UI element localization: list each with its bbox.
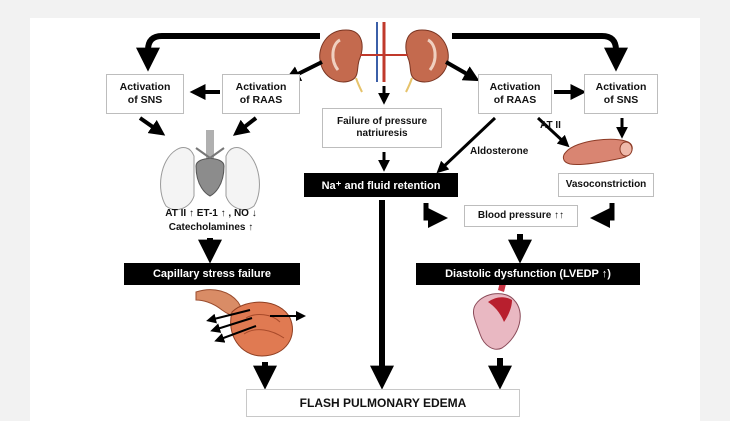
natriuresis-box: Failure of pressure natriuresis: [322, 108, 442, 148]
heart-gray-icon: [195, 158, 225, 197]
arrow-kidney-to-right-sns: [452, 33, 628, 72]
at2-label: AT II: [540, 120, 561, 131]
constricted-vessel-icon: [562, 138, 633, 165]
capillary-network-lines: [243, 314, 285, 339]
leak-arrow-2: [214, 325, 257, 343]
arrow-retention-to-bp: [423, 203, 448, 228]
arrow-vasoconstriction-to-bp: [590, 203, 615, 228]
right-ureter: [405, 77, 413, 93]
right-raas-box: Activation of RAAS: [478, 74, 552, 114]
alveolus-capillary-icon: [230, 301, 293, 357]
arrow-raas-to-retention: [436, 116, 497, 174]
left-ureter: [355, 77, 363, 93]
vessel-illustration: [562, 138, 633, 165]
blood-pressure-box: Blood pressure ↑↑: [464, 205, 578, 227]
right-kidney-pelvis-icon: [427, 38, 437, 71]
right-kidney-icon: [405, 29, 449, 83]
left-lung-icon: [160, 147, 195, 211]
arrow-raas-to-lungs: [232, 116, 258, 136]
right-lung-icon: [225, 147, 260, 211]
kidneys-illustration: [319, 22, 449, 93]
mediators-line2: Catecholamines ↑: [168, 222, 254, 233]
leak-arrow-1: [210, 317, 253, 333]
arrow-raas-to-vessel: [536, 116, 570, 148]
diastolic-dysfunction-box: Diastolic dysfunction (LVEDP ↑): [416, 263, 640, 285]
arrow-kidney-to-right-raas: [445, 60, 480, 82]
vessel-lumen-icon: [619, 141, 633, 157]
left-raas-box: Activation of RAAS: [222, 74, 300, 114]
right-sns-box: Activation of SNS: [584, 74, 658, 114]
flash-pulmonary-edema-box: FLASH PULMONARY EDEMA: [246, 389, 520, 417]
arrow-sns-to-lungs: [138, 116, 166, 136]
aldosterone-label: Aldosterone: [470, 146, 529, 157]
capillary-failure-box: Capillary stress failure: [124, 263, 300, 285]
heart-hypertrophy-icon: [488, 297, 512, 322]
left-kidney-pelvis-icon: [331, 38, 341, 71]
trachea-icon: [206, 130, 214, 160]
vasoconstriction-box: Vasoconstriction: [558, 173, 654, 197]
leak-arrow-3: [206, 309, 251, 324]
lungs-heart-illustration: [160, 130, 260, 211]
left-sns-box: Activation of SNS: [106, 74, 184, 114]
left-kidney-icon: [319, 29, 363, 83]
heart-illustration: [473, 282, 521, 350]
bronchus-right: [209, 147, 225, 159]
bronchus-left: [195, 147, 211, 159]
na-retention-box: Na⁺ and fluid retention: [304, 173, 458, 197]
mediators-line1: AT II ↑ ET-1 ↑ , NO ↓: [165, 208, 257, 219]
arrow-kidney-to-left-sns: [136, 33, 320, 72]
capillary-illustration: [195, 289, 306, 357]
